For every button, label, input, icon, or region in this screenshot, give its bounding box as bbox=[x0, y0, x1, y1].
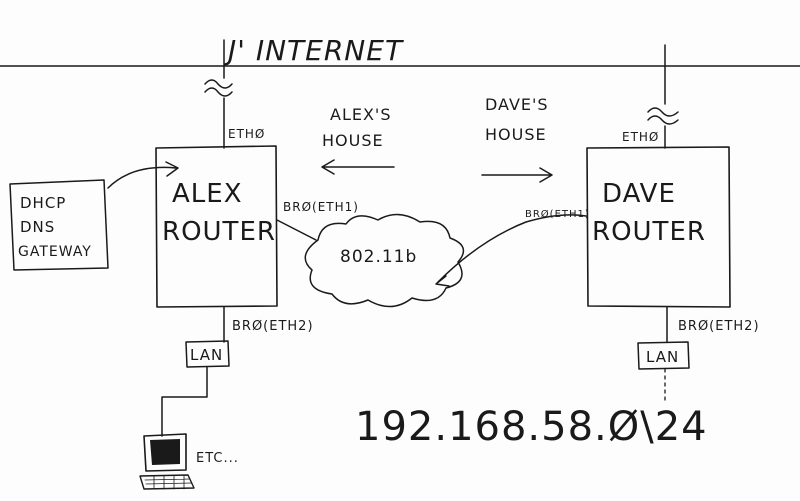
alex-break-mark-top bbox=[204, 79, 233, 89]
dave-br-eth2-label: BRØ(ETH2) bbox=[678, 319, 760, 334]
wireless-cloud bbox=[304, 213, 465, 308]
dave-lan-box bbox=[637, 341, 690, 370]
dave-eth0-label: ETHØ bbox=[622, 130, 659, 144]
alex-lan-label: LAN bbox=[190, 346, 223, 364]
services-arrow-icon bbox=[107, 161, 179, 189]
dave-break-mark-top bbox=[647, 107, 679, 117]
alex-router-line1: ALEX bbox=[172, 179, 243, 209]
computer-link bbox=[161, 366, 208, 437]
cloud-dave-link bbox=[437, 214, 587, 283]
dave-lan-label: LAN bbox=[646, 348, 679, 366]
wireless-label: 802.11b bbox=[340, 247, 417, 267]
alex-break-mark-bottom bbox=[204, 87, 233, 97]
alex-br-eth2-label: BRØ(ETH2) bbox=[232, 319, 314, 334]
dave-router-line2: ROUTER bbox=[592, 217, 706, 247]
dave-house-line2: HOUSE bbox=[485, 125, 547, 144]
dave-break-mark-bottom bbox=[647, 115, 679, 125]
alex-router-box bbox=[155, 145, 278, 308]
dave-router-box bbox=[586, 146, 731, 308]
alex-router-line2: ROUTER bbox=[162, 217, 276, 247]
computer-label: ETC... bbox=[196, 451, 239, 466]
services-line1: DHCP bbox=[20, 194, 66, 212]
alex-br-eth1-label: BRØ(ETH1) bbox=[283, 200, 359, 214]
alex-cloud-link bbox=[276, 219, 317, 241]
computer-icon bbox=[139, 433, 195, 490]
alex-lan-box bbox=[185, 340, 230, 368]
alex-house-line1: ALEX'S bbox=[330, 105, 391, 124]
subnet-label: 192.168.58.Ø\24 bbox=[355, 404, 708, 450]
internet-label: J' INTERNET bbox=[223, 34, 404, 67]
dave-router-line1: DAVE bbox=[602, 179, 676, 209]
services-line2: DNS bbox=[20, 218, 55, 236]
arrow-left-icon bbox=[321, 159, 395, 175]
cloud-link-arrow-icon bbox=[435, 275, 450, 287]
services-line3: GATEWAY bbox=[18, 244, 92, 260]
services-note-box bbox=[9, 179, 109, 271]
dave-br-eth1-label: BRØ(ETH1) bbox=[525, 208, 590, 220]
alex-eth0-label: ETHØ bbox=[228, 127, 265, 141]
dave-house-line1: DAVE'S bbox=[485, 95, 549, 114]
alex-house-line2: HOUSE bbox=[322, 131, 384, 150]
arrow-right-icon bbox=[481, 167, 553, 183]
